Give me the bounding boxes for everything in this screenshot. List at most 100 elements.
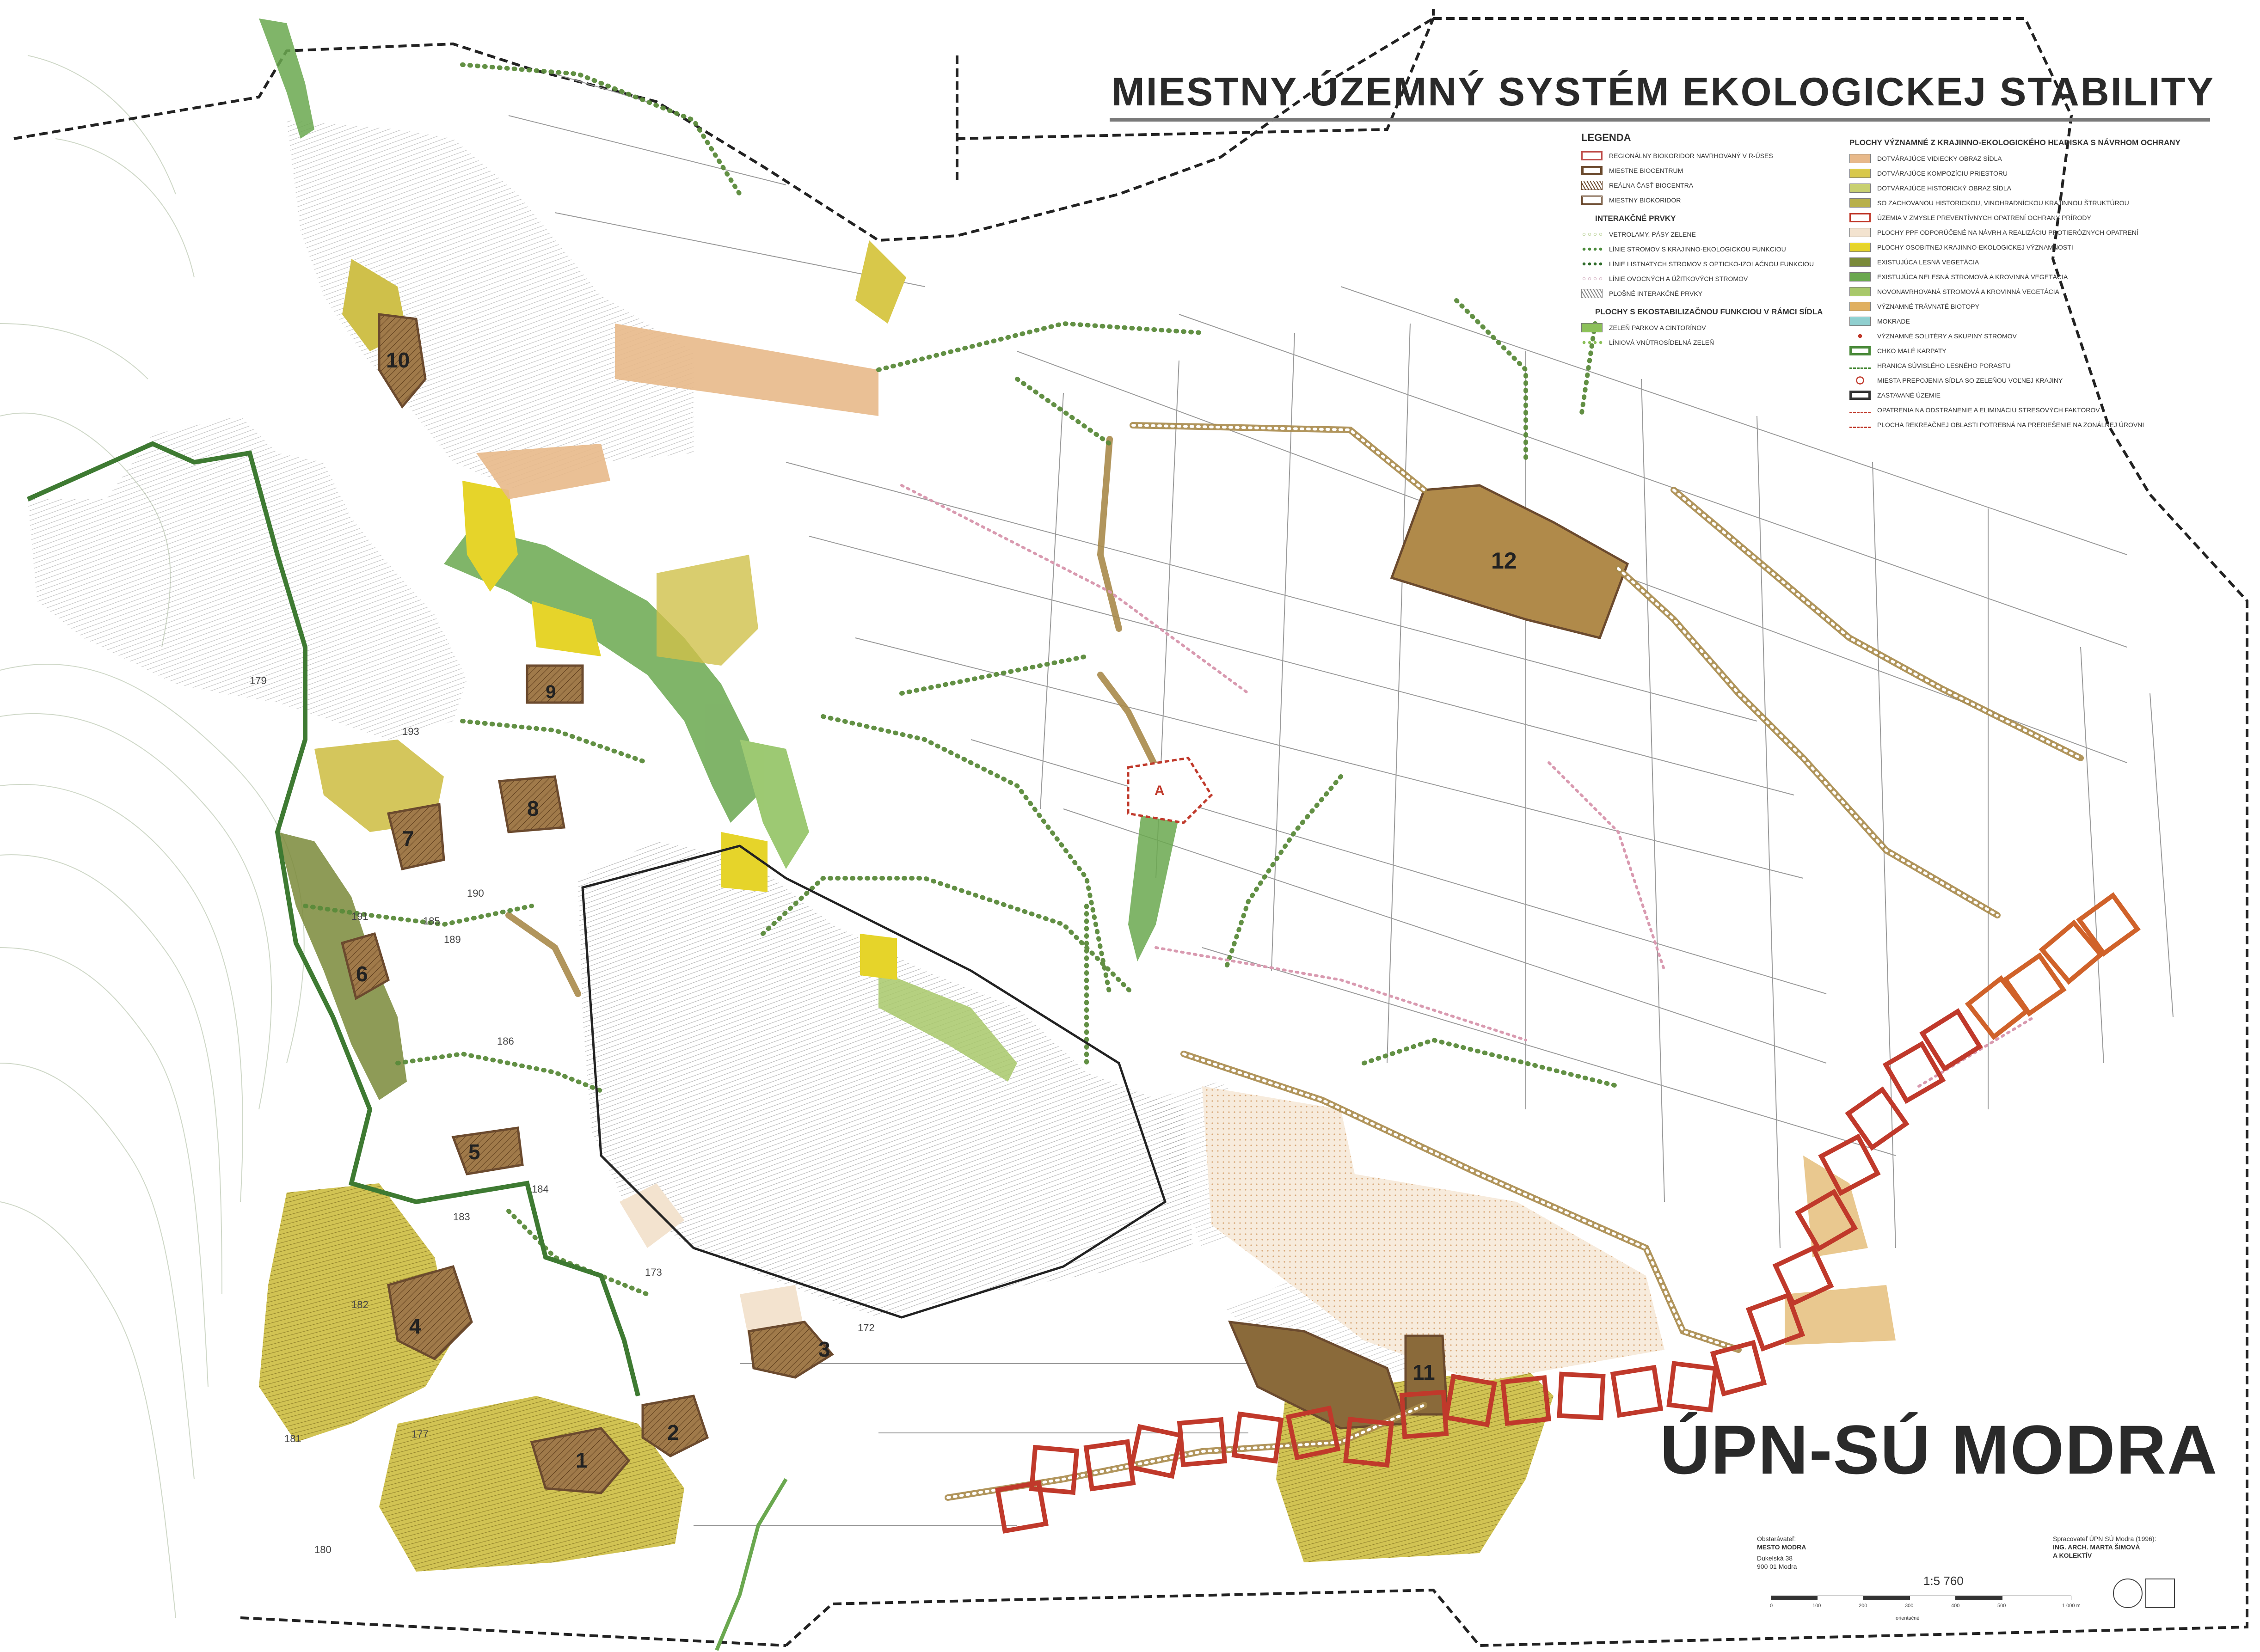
biocorridor-segment bbox=[1231, 1411, 1284, 1464]
legend-swatch bbox=[1849, 287, 1871, 296]
biocorridor-segment bbox=[1610, 1364, 1664, 1418]
legend-item: ÚZEMIA V ZMYSLE PREVENTÍVNYCH OPATRENÍ O… bbox=[1849, 210, 2219, 225]
legend-item: NOVONAVRHOVANÁ STROMOVÁ A KROVINNÁ VEGET… bbox=[1849, 284, 2219, 299]
legend-item: ZELEŇ PARKOV A CINTORÍNOV bbox=[1581, 320, 1840, 335]
legend-label: LÍNIE LISTNATÝCH STROMOV S OPTICKO-IZOLA… bbox=[1609, 260, 1814, 268]
legend-item: PLOCHY OSOBITNEJ KRAJINNO-EKOLOGICKEJ VÝ… bbox=[1849, 240, 2219, 255]
legend-item: REÁLNA ČASŤ BIOCENTRA bbox=[1581, 178, 1840, 193]
legend-swatch bbox=[1849, 257, 1871, 267]
legend-item: DOTVÁRAJÚCE HISTORICKÝ OBRAZ SÍDLA bbox=[1849, 181, 2219, 196]
legend-label: REÁLNA ČASŤ BIOCENTRA bbox=[1609, 182, 1694, 189]
legend-item: HRANICA SÚVISLÉHO LESNÉHO PORASTU bbox=[1849, 358, 2219, 373]
legend-label: VÝZNAMNÉ TRÁVNATÉ BIOTOPY bbox=[1877, 303, 1979, 310]
area-label-6: 6 bbox=[356, 962, 368, 986]
svg-text:177: 177 bbox=[411, 1428, 429, 1440]
legend-swatch bbox=[1581, 245, 1603, 254]
author-label: Spracovateľ ÚPN SÚ Modra (1996): bbox=[2053, 1535, 2156, 1542]
legend-label: PLOCHY OSOBITNEJ KRAJINNO-EKOLOGICKEJ VÝ… bbox=[1877, 244, 2073, 251]
title-underline bbox=[1110, 118, 2210, 122]
biocorridor-segment bbox=[1772, 1245, 1834, 1307]
legend-label: REGIONÁLNY BIOKORIDOR NAVRHOVANÝ V R-ÚSE… bbox=[1609, 152, 1773, 159]
biocenter-1 bbox=[530, 1427, 631, 1494]
biocenter-12 bbox=[1390, 484, 1629, 639]
area-label-10: 10 bbox=[386, 348, 410, 372]
legend-swatch bbox=[1849, 346, 1871, 355]
biocenter-5 bbox=[451, 1126, 524, 1175]
svg-text:180: 180 bbox=[314, 1544, 332, 1555]
area-label-5: 5 bbox=[468, 1140, 480, 1164]
legend-swatch bbox=[1849, 243, 1871, 252]
legend-item: CHKO MALÉ KARPATY bbox=[1849, 343, 2219, 358]
legend-swatch bbox=[1581, 289, 1603, 298]
client-label: Obstarávateľ: bbox=[1757, 1535, 1796, 1542]
legend-label: EXISTUJÚCA LESNÁ VEGETÁCIA bbox=[1877, 258, 1979, 266]
legend-item: DOTVÁRAJÚCE VIDIECKY OBRAZ SÍDLA bbox=[1849, 151, 2219, 166]
biocorridor-segment bbox=[1794, 1188, 1858, 1252]
legend-label: DOTVÁRAJÚCE VIDIECKY OBRAZ SÍDLA bbox=[1877, 155, 2002, 162]
legend-label: NOVONAVRHOVANÁ STROMOVÁ A KROVINNÁ VEGET… bbox=[1877, 288, 2059, 295]
legend-label: LÍNIE STROMOV S KRAJINNO-EKOLOGICKOU FUN… bbox=[1609, 245, 1786, 253]
legend-swatch bbox=[1849, 411, 1871, 413]
area-label-a: A bbox=[1155, 783, 1165, 798]
legend-item: EXISTUJÚCA NELESNÁ STROMOVÁ A KROVINNÁ V… bbox=[1849, 269, 2219, 284]
svg-text:181: 181 bbox=[284, 1433, 301, 1444]
biocenter-3 bbox=[748, 1321, 834, 1379]
legend-item: MOKRADE bbox=[1849, 314, 2219, 329]
legend-label: OPATRENIA NA ODSTRÁNENIE A ELIMINÁCIU ST… bbox=[1877, 406, 2100, 414]
legend-item: VÝZNAMNÉ SOLITÉRY A SKUPINY STROMOV bbox=[1849, 329, 2219, 343]
legend-label: MIESTNE BIOCENTRUM bbox=[1609, 167, 1683, 174]
legend-item: MIESTNY BIOKORIDOR bbox=[1581, 193, 1840, 208]
legend: LEGENDA REGIONÁLNY BIOKORIDOR NAVRHOVANÝ… bbox=[1581, 132, 2229, 455]
biocorridor-segment bbox=[1177, 1417, 1228, 1468]
biocorridor-segment bbox=[1557, 1371, 1606, 1420]
legend-label: HRANICA SÚVISLÉHO LESNÉHO PORASTU bbox=[1877, 362, 2011, 369]
town-emblem-icon bbox=[2113, 1579, 2143, 1608]
legend-label: LÍNIOVÁ VNÚTROSÍDELNÁ ZELEŇ bbox=[1609, 339, 1714, 346]
legend-swatch bbox=[1849, 367, 1871, 369]
north-arrow-icon bbox=[2145, 1579, 2175, 1608]
biocorridor-segment bbox=[1666, 1361, 1718, 1413]
legend-swatch bbox=[1581, 230, 1603, 239]
area-label-3: 3 bbox=[818, 1337, 830, 1361]
legend-label: DOTVÁRAJÚCE HISTORICKÝ OBRAZ SÍDLA bbox=[1877, 184, 2011, 192]
area-label-1: 1 bbox=[576, 1448, 588, 1472]
legend-right-column: PLOCHY VÝZNAMNÉ Z KRAJINNO-EKOLOGICKÉHO … bbox=[1849, 132, 2219, 432]
biocorridor-segment bbox=[995, 1480, 1049, 1534]
biocorridor-segment bbox=[2039, 919, 2104, 985]
legend-swatch bbox=[1849, 272, 1871, 281]
legend-item: ZASTAVANÉ ÚZEMIE bbox=[1849, 388, 2219, 403]
biocorridor-segment bbox=[1285, 1405, 1341, 1461]
biocorridor-segment bbox=[1128, 1424, 1184, 1479]
svg-text:186: 186 bbox=[497, 1035, 514, 1047]
legend-label: ZASTAVANÉ ÚZEMIE bbox=[1877, 392, 1941, 399]
client-address-2: 900 01 Modra bbox=[1757, 1563, 1797, 1570]
legend-item: SO ZACHOVANOU HISTORICKOU, VINOHRADNÍCKO… bbox=[1849, 196, 2219, 210]
legend-label: MIESTA PREPOJENIA SÍDLA SO ZELEŇOU VOĽNE… bbox=[1877, 377, 2063, 384]
map-title: MIESTNY ÚZEMNÝ SYSTÉM EKOLOGICKEJ STABIL… bbox=[1112, 70, 2215, 114]
legend-label: ÚZEMIA V ZMYSLE PREVENTÍVNYCH OPATRENÍ O… bbox=[1877, 214, 2091, 221]
area-labels: 1 2 3 4 5 6 7 8 9 10 11 12 A bbox=[356, 348, 1517, 1472]
map-scale: 1:5 760 bbox=[1923, 1574, 1964, 1588]
legend-swatch bbox=[1581, 323, 1603, 332]
legend-heading: LEGENDA bbox=[1581, 132, 1631, 143]
svg-text:173: 173 bbox=[645, 1267, 662, 1278]
stream bbox=[715, 1478, 788, 1651]
author-name-2: A KOLEKTÍV bbox=[2053, 1552, 2092, 1559]
area-label-12: 12 bbox=[1491, 548, 1517, 574]
scale-labels: 0 100 200 300 400 500 1 000 m bbox=[1770, 1603, 2081, 1609]
legend-item: PLOŠNÉ INTERAKČNÉ PRVKY bbox=[1581, 286, 1840, 301]
svg-text:183: 183 bbox=[453, 1211, 470, 1223]
legend-swatch bbox=[1849, 213, 1871, 222]
biocenter-10 bbox=[378, 313, 427, 409]
client-info: Obstarávateľ: MESTO MODRA Dukelská 38 90… bbox=[1757, 1535, 1806, 1571]
biocorridor-segment bbox=[1845, 1086, 1910, 1151]
legend-label: VETROLAMY, PÁSY ZELENE bbox=[1609, 231, 1696, 238]
author-info: Spracovateľ ÚPN SÚ Modra (1996): ING. AR… bbox=[2053, 1535, 2156, 1560]
legend-left-column: LEGENDA REGIONÁLNY BIOKORIDOR NAVRHOVANÝ… bbox=[1581, 132, 1840, 350]
legend-label: VÝZNAMNÉ SOLITÉRY A SKUPINY STROMOV bbox=[1877, 332, 2017, 340]
legend-interaction-items: VETROLAMY, PÁSY ZELENE LÍNIE STROMOV S KR… bbox=[1581, 227, 1840, 301]
area-label-9: 9 bbox=[546, 682, 556, 702]
legend-section-interaction: INTERAKČNÉ PRVKY bbox=[1595, 214, 1676, 223]
legend-swatch bbox=[1849, 317, 1871, 326]
